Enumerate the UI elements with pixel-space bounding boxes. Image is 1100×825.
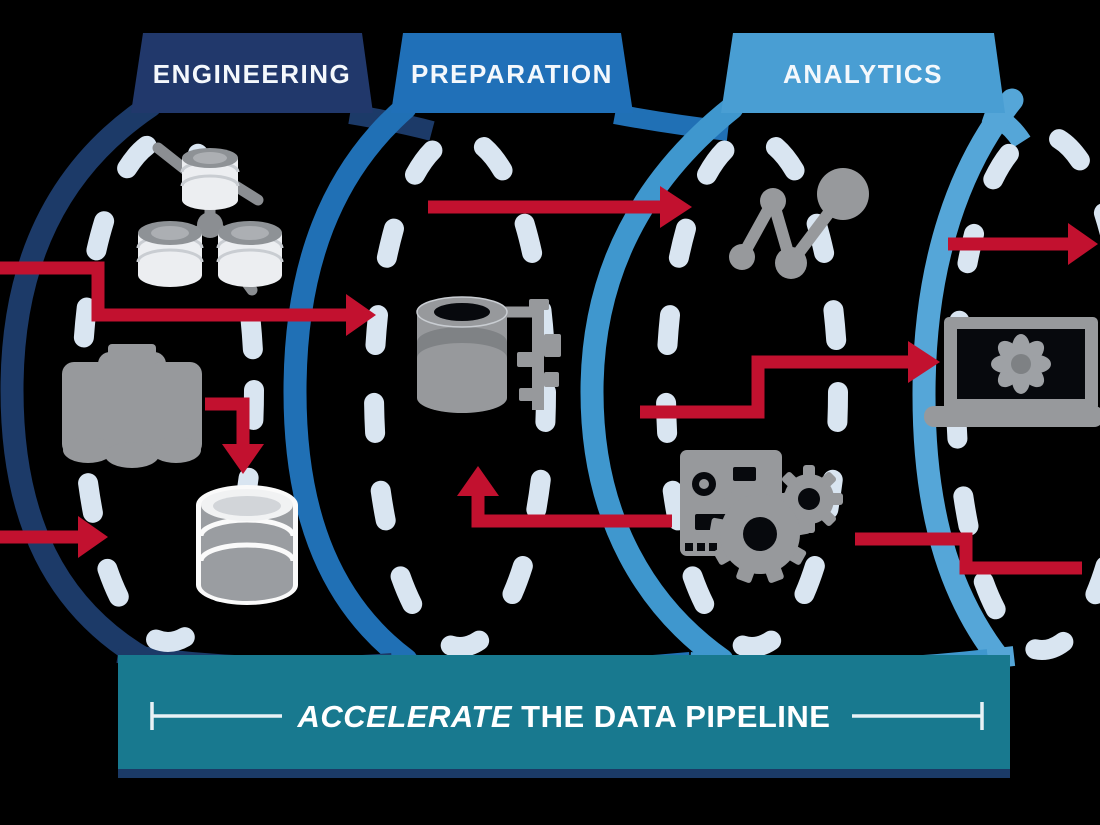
arrow-gears-to-output	[855, 532, 1082, 575]
tab-analytics	[721, 33, 1005, 113]
arrow-analytics-to-laptop	[640, 355, 910, 419]
banner-dimension-lines	[150, 702, 984, 730]
arrowhead-into-preparation	[346, 294, 376, 336]
flow-arrowheads	[78, 186, 1098, 558]
arrowhead-output-right	[1068, 223, 1098, 265]
arrowhead-into-laptop	[908, 341, 940, 383]
arrow-into-engineering-upper	[0, 261, 348, 322]
database-cluster-icon	[136, 142, 284, 296]
left-dimension-line	[150, 702, 282, 730]
tab-engineering	[131, 33, 373, 113]
banner-title-emphasis: ACCELERATE	[297, 699, 513, 734]
database-stack-icon	[196, 485, 298, 605]
gears-icon	[680, 450, 843, 583]
consumption-pipe-arc	[912, 88, 1024, 672]
cluster-db-right	[216, 221, 284, 287]
big-gear	[709, 484, 811, 583]
laptop-base	[924, 406, 1100, 427]
banner-title-rest: THE DATA PIPELINE	[512, 699, 830, 734]
arrowhead-into-analytics	[660, 186, 692, 228]
flow-arrows	[0, 200, 1082, 575]
banner: ACCELERATE THE DATA PIPELINE	[118, 655, 1010, 778]
banner-bar	[118, 655, 1010, 770]
storage-drums-icon	[62, 344, 202, 468]
laptop-gear-icon	[924, 317, 1100, 427]
arrowhead-down-to-database	[222, 444, 264, 474]
analytics-open-end-dashes	[656, 127, 848, 657]
funnel-tabs	[517, 299, 561, 401]
tab-preparation	[391, 33, 633, 113]
engineering-pipe-arc	[0, 94, 162, 672]
stage-tabs: ENGINEERING PREPARATION ANALYTICS	[131, 33, 1005, 113]
preparation-open-end-dashes	[364, 127, 556, 657]
cluster-db-top	[180, 148, 240, 210]
right-dimension-line	[852, 702, 984, 730]
node-graph-icon	[729, 168, 869, 279]
banner-title: ACCELERATE THE DATA PIPELINE	[297, 699, 831, 734]
arrowhead-into-engineering	[78, 516, 108, 558]
funnel-pipe	[505, 306, 544, 410]
pipe-arcs	[0, 88, 1024, 672]
arrow-storage-to-database	[205, 397, 250, 446]
cluster-hub	[197, 212, 223, 238]
arrowhead-up-to-preparation	[457, 466, 499, 496]
tab-analytics-label: ANALYTICS	[783, 59, 943, 89]
banner-underline	[118, 769, 1010, 778]
consumption-open-end-dashes	[946, 124, 1100, 660]
cluster-db-left	[136, 221, 204, 287]
laptop-gear-flower	[991, 334, 1051, 394]
analytics-pipe-arc	[580, 96, 744, 672]
tab-engineering-label: ENGINEERING	[153, 59, 352, 89]
arrow-analytics-to-preparation	[471, 494, 672, 528]
database-funnel-icon	[416, 296, 561, 413]
preparation-pipe-arc	[283, 96, 418, 672]
tab-preparation-label: PREPARATION	[411, 59, 613, 89]
